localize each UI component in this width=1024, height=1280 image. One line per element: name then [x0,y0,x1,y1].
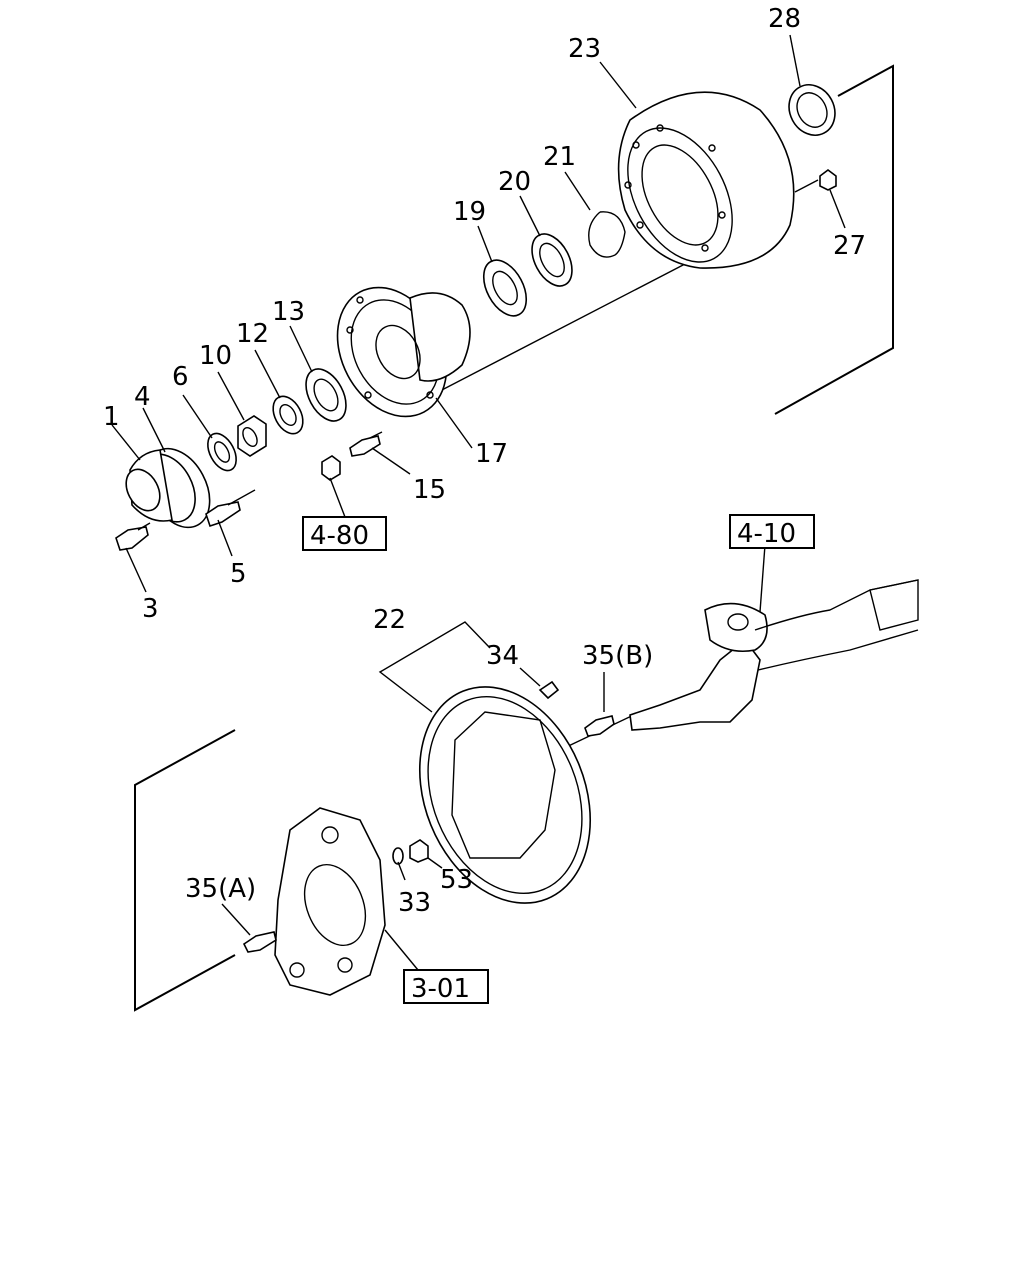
callout-15: 15 [413,475,446,505]
callout-22: 22 [373,605,406,635]
reference-box-4-80: 4-80 [302,516,387,551]
reference-label-4-10: 4-10 [737,519,796,549]
callout-13: 13 [272,297,305,327]
leader-lines [111,34,846,971]
callout-1: 1 [103,402,120,432]
bolt-3 [115,522,151,551]
callout-19: 19 [453,197,486,227]
callout-27: 27 [833,231,866,261]
callout-4: 4 [134,382,151,412]
callout-labels: 1 3 4 5 6 10 12 13 15 17 19 20 21 22 23 … [103,4,866,918]
callout-23: 23 [568,34,601,64]
backing-plate [418,686,592,904]
callout-12: 12 [236,319,269,349]
lower-frame-lines [134,729,236,1012]
seal-28 [788,84,836,136]
anchor-bracket [274,807,386,996]
callout-3: 3 [142,594,159,624]
callout-35b: 35(B) [582,641,653,671]
wheel-hub [336,286,471,418]
callout-35a: 35(A) [185,874,256,904]
bolt-5 [205,489,256,528]
bolt-35a [242,931,277,953]
nut-4-80 [321,455,341,481]
clip-34 [538,680,560,700]
snap-ring-21 [588,211,626,258]
bearing-6 [207,432,237,472]
bolt-35b [584,715,615,737]
seal-20 [531,233,573,287]
upper-axis-line [437,249,713,393]
bearing-19 [482,259,528,317]
reference-box-3-01: 3-01 [403,969,489,1004]
brake-drum [617,91,795,269]
steering-knuckle [629,579,919,731]
reference-label-4-80: 4-80 [310,521,369,551]
reference-box-4-10: 4-10 [729,514,815,549]
callout-5: 5 [230,559,247,589]
hub-cap [125,447,211,529]
nut-27 [819,169,837,191]
callout-10: 10 [199,341,232,371]
callout-33: 33 [398,888,431,918]
callout-53: 53 [440,865,473,895]
reference-label-3-01: 3-01 [411,974,470,1004]
callout-6: 6 [172,362,189,392]
callout-20: 20 [498,167,531,197]
callout-28: 28 [768,4,801,34]
nut-53 [409,839,429,863]
stud-15 [349,431,383,457]
callout-17: 17 [475,439,508,469]
callout-34: 34 [486,641,519,671]
washer-12 [272,395,304,435]
callout-21: 21 [543,142,576,172]
bearing-13 [305,368,347,422]
nut-10 [237,415,267,457]
washer-33 [392,847,404,865]
upper-frame-lines [774,64,894,415]
